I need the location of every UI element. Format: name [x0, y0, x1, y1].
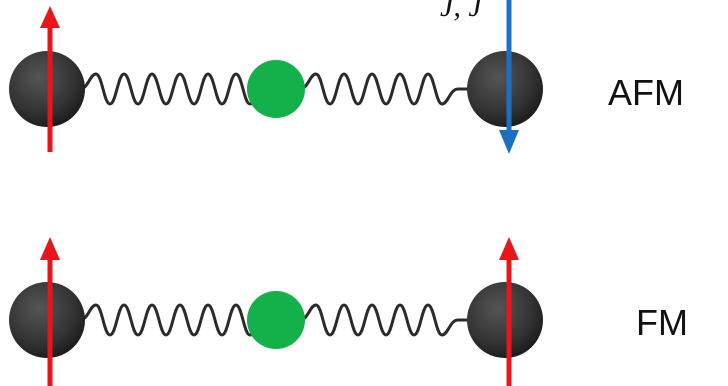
afm-left-spin-up-arrow: [40, 6, 60, 152]
afm-row: AFM: [9, 0, 684, 154]
clipped-top-glyph: J, J: [440, 0, 483, 23]
fm-right-spin-up-arrow: [499, 237, 519, 386]
fm-label: FM: [636, 302, 688, 343]
afm-center-atom: [247, 60, 305, 118]
afm-right-spin-down-arrow: [499, 0, 519, 154]
fm-left-spin-up-arrow: [40, 237, 60, 386]
afm-label: AFM: [608, 72, 684, 113]
afm-left-atom: [9, 51, 85, 127]
fm-row: FM: [9, 237, 688, 386]
fm-left-atom: [9, 282, 85, 358]
afm-right-atom: [467, 51, 543, 127]
afm-spring: [79, 72, 475, 106]
fm-right-atom: [467, 282, 543, 358]
fm-spring: [79, 303, 475, 337]
fm-center-atom: [247, 291, 305, 349]
